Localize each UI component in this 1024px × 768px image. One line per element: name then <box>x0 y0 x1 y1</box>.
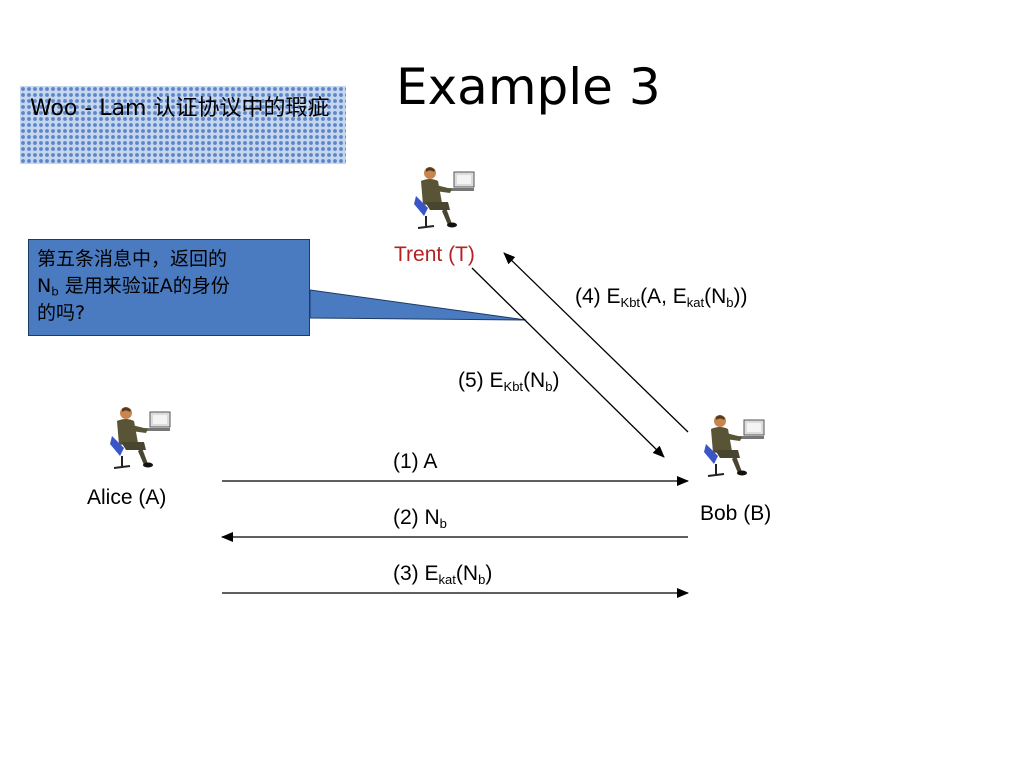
message-1-label: (1) A <box>393 450 438 473</box>
message-4-label: (4) EKbt(A, Ekat(Nb)) <box>575 285 748 310</box>
message-3-label: (3) Ekat(Nb) <box>393 562 493 587</box>
person-at-computer-icon <box>414 167 475 229</box>
message-3-post: ) <box>485 562 493 585</box>
message-5-label: (5) EKbt(Nb) <box>458 369 560 394</box>
slide-title: Example 3 <box>396 58 661 116</box>
callout-pointer <box>309 289 527 321</box>
message-5-post: ) <box>552 369 560 392</box>
participant-trent: Trent (T) <box>394 243 475 266</box>
message-3-mid: (N <box>455 562 479 585</box>
message-5-sub2: b <box>545 378 553 394</box>
message-4-post: )) <box>733 285 748 308</box>
arrow-message-4 <box>503 252 689 433</box>
callout-n: N <box>37 275 52 297</box>
message-4-mid2: (N <box>704 285 727 308</box>
message-2-text: (2) N <box>393 506 440 529</box>
message-4-pre: (4) E <box>575 285 621 308</box>
message-3-pre: (3) E <box>393 562 439 585</box>
message-4-mid1: (A, E <box>640 285 687 308</box>
message-3-sub1: kat <box>438 571 456 587</box>
message-5-sub1: Kbt <box>503 378 524 394</box>
message-5-pre: (5) E <box>458 369 504 392</box>
message-4-sub1: Kbt <box>620 294 641 310</box>
message-3-sub2: b <box>478 571 486 587</box>
question-callout: 第五条消息中，返回的 Nb 是用来验证A的身份 的吗? <box>28 239 310 336</box>
callout-line-2: 是用来验证A的身份 <box>58 275 230 297</box>
arrow-message-5 <box>471 267 665 458</box>
callout-line-3: 的吗? <box>37 302 86 324</box>
topic-tag: Woo - Lam 认证协议中的瑕疵 <box>20 86 346 164</box>
person-at-computer-icon <box>704 415 765 477</box>
participant-bob: Bob (B) <box>700 502 772 525</box>
callout-line-1: 第五条消息中，返回的 <box>37 248 228 270</box>
message-5-mid: (N <box>523 369 546 392</box>
message-2-sub: b <box>439 515 447 531</box>
message-4-sub2: kat <box>686 294 705 310</box>
message-2-label: (2) Nb <box>393 506 447 531</box>
callout-n-sub: b <box>51 284 59 299</box>
person-at-computer-icon <box>110 407 171 469</box>
message-4-sub3: b <box>726 294 734 310</box>
participant-alice: Alice (A) <box>87 486 167 509</box>
